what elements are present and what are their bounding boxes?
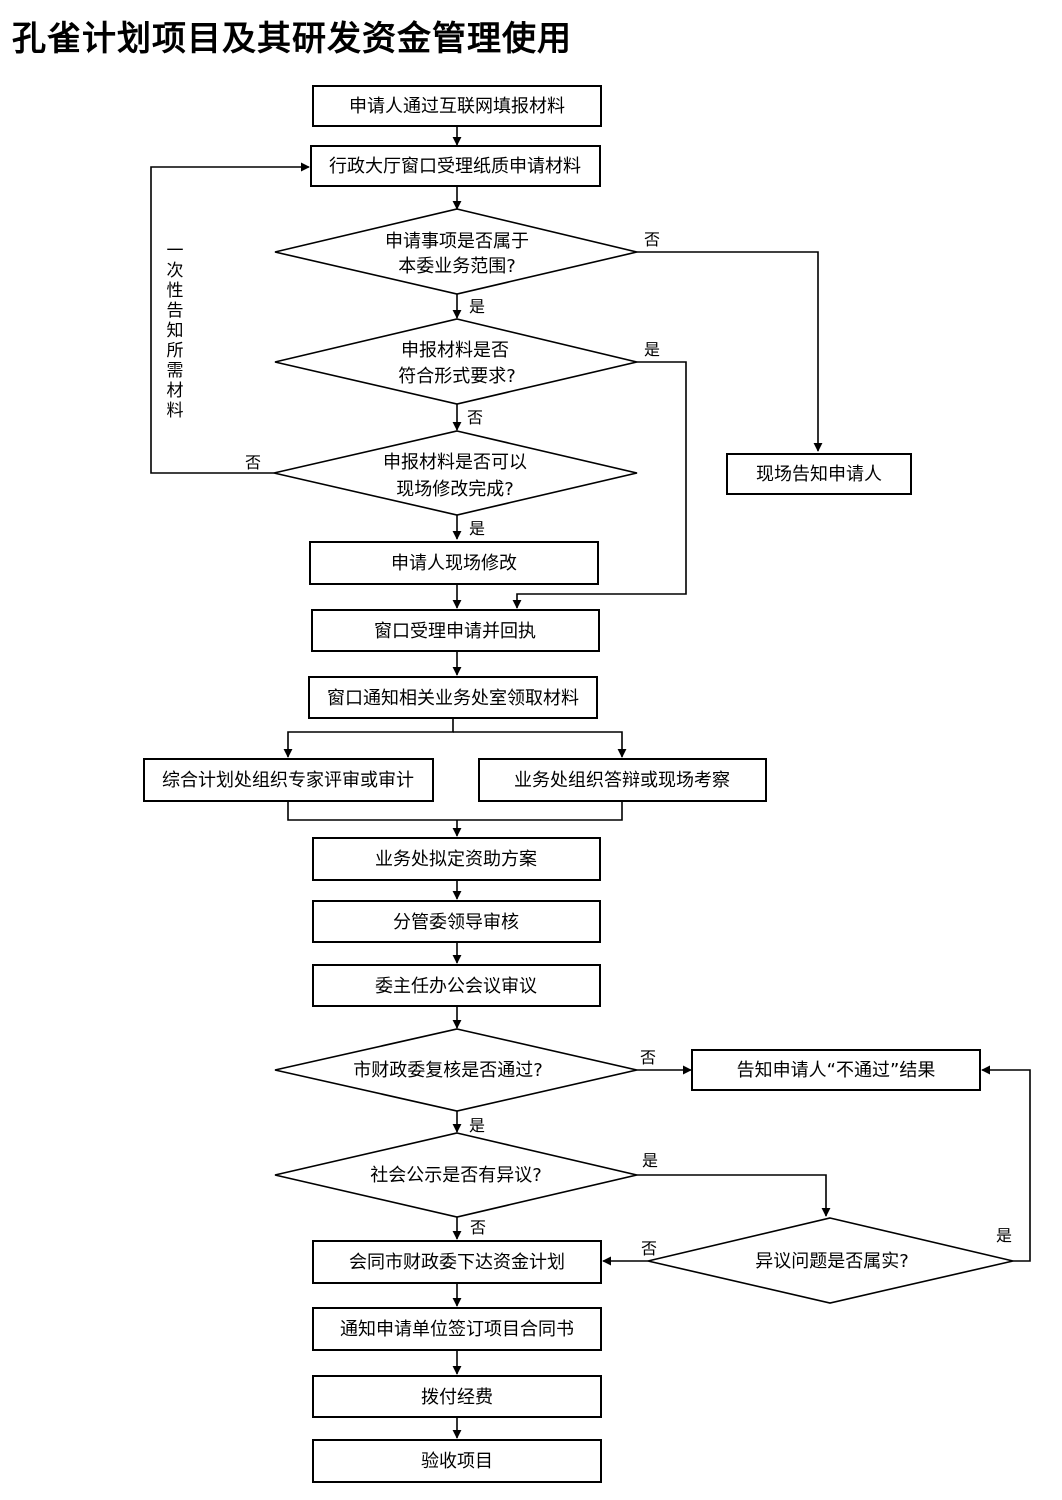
node-n6b-label: 业务处组织答辩或现场考察	[514, 770, 730, 791]
node-n4-label: 窗口受理申请并回执	[374, 621, 536, 642]
node-fail: 告知申请人“不通过”结果	[691, 1049, 981, 1091]
edge-labels: 否 是 是 否 否 是 否 是 是 否 否 是	[245, 230, 1012, 1258]
node-n13: 验收项目	[312, 1439, 602, 1483]
label-d1-no: 否	[644, 230, 660, 249]
edge-d6-fail	[981, 1065, 1031, 1262]
node-n1: 申请人通过互联网填报材料	[312, 85, 602, 127]
node-n11-label: 通知申请单位签订项目合同书	[340, 1319, 574, 1340]
connectors	[150, 126, 1031, 1439]
node-n6a: 综合计划处组织专家评审或审计	[143, 758, 434, 802]
decision-d3: 申报材料是否可以 现场修改完成?	[273, 430, 638, 516]
decision-d1-line1: 申请事项是否属于	[385, 231, 529, 252]
decision-d2-line2: 符合形式要求?	[398, 366, 516, 387]
node-n9-label: 委主任办公会议审议	[375, 976, 537, 997]
node-n3: 申请人现场修改	[309, 541, 599, 585]
node-n5-label: 窗口通知相关业务处室领取材料	[327, 688, 579, 709]
label-d5-no: 否	[470, 1218, 486, 1237]
node-n11: 通知申请单位签订项目合同书	[312, 1307, 602, 1351]
side-note-char: 知	[167, 321, 184, 341]
label-d2-no: 否	[467, 408, 483, 427]
decision-d1: 申请事项是否属于 本委业务范围?	[274, 208, 638, 295]
node-n8: 分管委领导审核	[312, 900, 601, 943]
node-n10: 会同市财政委下达资金计划	[312, 1240, 602, 1284]
page-title: 孔雀计划项目及其研发资金管理使用	[12, 19, 572, 59]
node-n13-label: 验收项目	[421, 1451, 493, 1472]
node-fail-label: 告知申请人“不通过”结果	[737, 1060, 936, 1081]
decision-d5-label: 社会公示是否有异议?	[370, 1165, 542, 1186]
side-note-char: 需	[167, 361, 184, 381]
node-notify: 现场告知申请人	[726, 453, 912, 495]
side-note-char: 次	[167, 261, 184, 281]
node-n9: 委主任办公会议审议	[312, 964, 601, 1007]
decision-d5: 社会公示是否有异议?	[274, 1132, 638, 1218]
decision-d4-label: 市财政委复核是否通过?	[353, 1060, 543, 1081]
side-note-char: 所	[167, 341, 184, 361]
label-d6-no: 否	[641, 1239, 657, 1258]
side-note-char: 料	[167, 401, 184, 421]
node-n6b: 业务处组织答辩或现场考察	[478, 758, 767, 802]
decision-d3-line1: 申报材料是否可以	[383, 452, 527, 473]
decision-d6: 异议问题是否属实?	[647, 1217, 1014, 1304]
node-n10-label: 会同市财政委下达资金计划	[349, 1252, 565, 1273]
label-d4-yes: 是	[469, 1116, 485, 1135]
label-d2-yes: 是	[644, 340, 660, 359]
node-n3-label: 申请人现场修改	[391, 553, 517, 574]
edge-n5-n6a	[283, 718, 454, 758]
decision-d4: 市财政委复核是否通过?	[274, 1028, 638, 1112]
edge-merge	[287, 801, 623, 821]
node-n8-label: 分管委领导审核	[393, 912, 519, 933]
side-note-char: 一	[167, 241, 184, 261]
node-n5: 窗口通知相关业务处室领取材料	[308, 676, 598, 719]
node-n2: 行政大厅窗口受理纸质申请材料	[310, 145, 601, 187]
node-n6a-label: 综合计划处组织专家评审或审计	[162, 770, 414, 791]
decision-d2-line1: 申报材料是否	[401, 340, 509, 361]
edge-d5-d6	[637, 1174, 831, 1217]
decision-d3-line2: 现场修改完成?	[396, 479, 514, 500]
node-n7-label: 业务处拟定资助方案	[375, 849, 537, 870]
edge-d2-n4	[512, 361, 687, 609]
decision-d1-line2: 本委业务范围?	[398, 256, 516, 277]
node-n1-label: 申请人通过互联网填报材料	[349, 96, 565, 117]
label-d6-yes: 是	[996, 1226, 1012, 1245]
node-n12-label: 拨付经费	[421, 1387, 493, 1408]
edge-d3-n2	[150, 162, 310, 474]
label-d5-yes: 是	[642, 1151, 658, 1170]
side-note-char: 告	[167, 301, 184, 321]
edge-d1-notify	[637, 251, 823, 452]
node-n7: 业务处拟定资助方案	[312, 837, 601, 881]
decision-d6-label: 异议问题是否属实?	[755, 1251, 909, 1272]
label-d1-yes: 是	[469, 297, 485, 316]
side-note-char: 材	[167, 381, 184, 401]
label-d3-yes: 是	[469, 519, 485, 538]
label-d4-no: 否	[640, 1048, 656, 1067]
node-notify-label: 现场告知申请人	[756, 464, 882, 485]
decision-d2: 申报材料是否 符合形式要求?	[274, 318, 638, 405]
node-n4: 窗口受理申请并回执	[311, 609, 600, 652]
node-n2-label: 行政大厅窗口受理纸质申请材料	[329, 156, 581, 177]
side-note-char: 性	[167, 281, 184, 301]
side-note: 一 次 性 告 知 所 需 材 料	[167, 241, 184, 421]
edge-n5-n6b	[453, 731, 627, 758]
node-n12: 拨付经费	[312, 1375, 602, 1418]
label-d3-no: 否	[245, 453, 261, 472]
